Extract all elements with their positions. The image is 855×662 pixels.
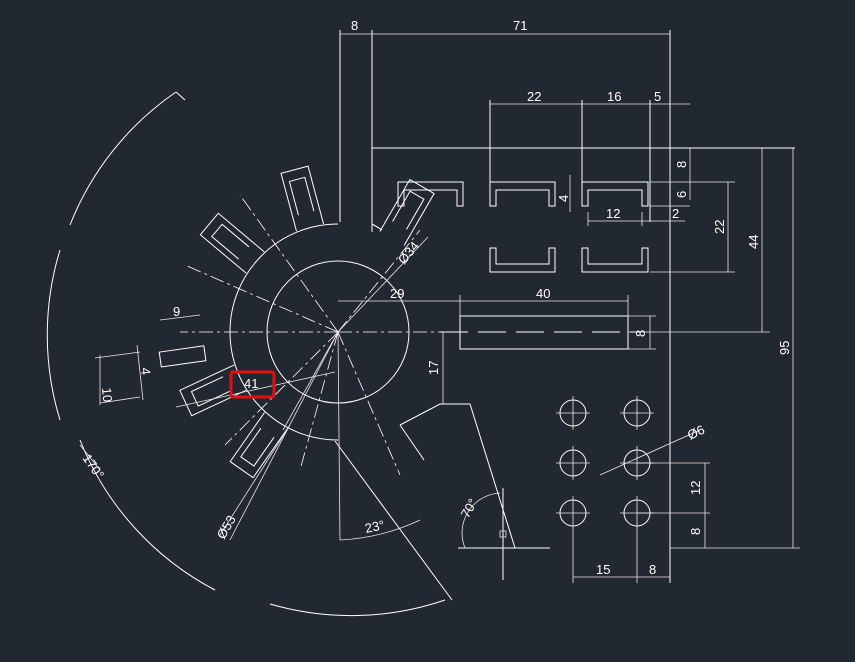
dim-v8-bar: 8 (633, 330, 648, 337)
dim-top-8: 8 (351, 18, 358, 33)
dim-dia6: Ø6 (685, 422, 707, 443)
outer-arc (46, 91, 453, 617)
dim-16-top: 16 (607, 89, 621, 104)
u-slots (397, 181, 649, 273)
dim-slot-4: 4 (556, 195, 571, 202)
dim-left-9: 9 (173, 304, 180, 319)
dim-slot-12: 12 (606, 206, 620, 221)
radial-centerlines (180, 194, 460, 541)
dim-r8: 8 (674, 161, 689, 168)
dimension-lines (79, 33, 800, 578)
dim-v95: 95 (777, 341, 792, 355)
dim-v8-holes: 8 (688, 528, 703, 535)
dim-left-4: 4 (138, 367, 154, 376)
dim-v22: 22 (712, 220, 727, 234)
dim-ang170: 170° (80, 451, 108, 482)
dim-r6: 6 (674, 191, 689, 198)
dim-41: 41 (244, 376, 258, 391)
dim-dia34: Ø34 (395, 238, 422, 266)
dim-left-10: 10 (99, 387, 115, 403)
dim-v44: 44 (746, 235, 761, 249)
dimension-labels: 8 71 22 16 5 8 6 4 12 2 22 44 95 Ø34 29 … (80, 18, 792, 577)
hole-pattern (556, 396, 654, 583)
dim-ang23: 23° (364, 517, 386, 536)
radial-tabs (158, 165, 435, 479)
highlight-box (229, 370, 276, 399)
dim-ang70: 70° (458, 496, 481, 521)
dim-v17: 17 (426, 361, 441, 375)
part-outline (339, 30, 795, 583)
dim-slot-2: 2 (672, 206, 679, 221)
dim-h8-holes: 8 (649, 562, 656, 577)
dim-dia53: Ø53 (214, 513, 239, 542)
dim-22-top: 22 (527, 89, 541, 104)
dim-h15-holes: 15 (596, 562, 610, 577)
dim-top-71: 71 (513, 18, 527, 33)
dim-v12-holes: 12 (688, 481, 703, 495)
dim-h40: 40 (536, 286, 550, 301)
dim-5-top: 5 (654, 89, 661, 104)
slot-bar (440, 315, 640, 350)
dim-h29: 29 (390, 286, 404, 301)
